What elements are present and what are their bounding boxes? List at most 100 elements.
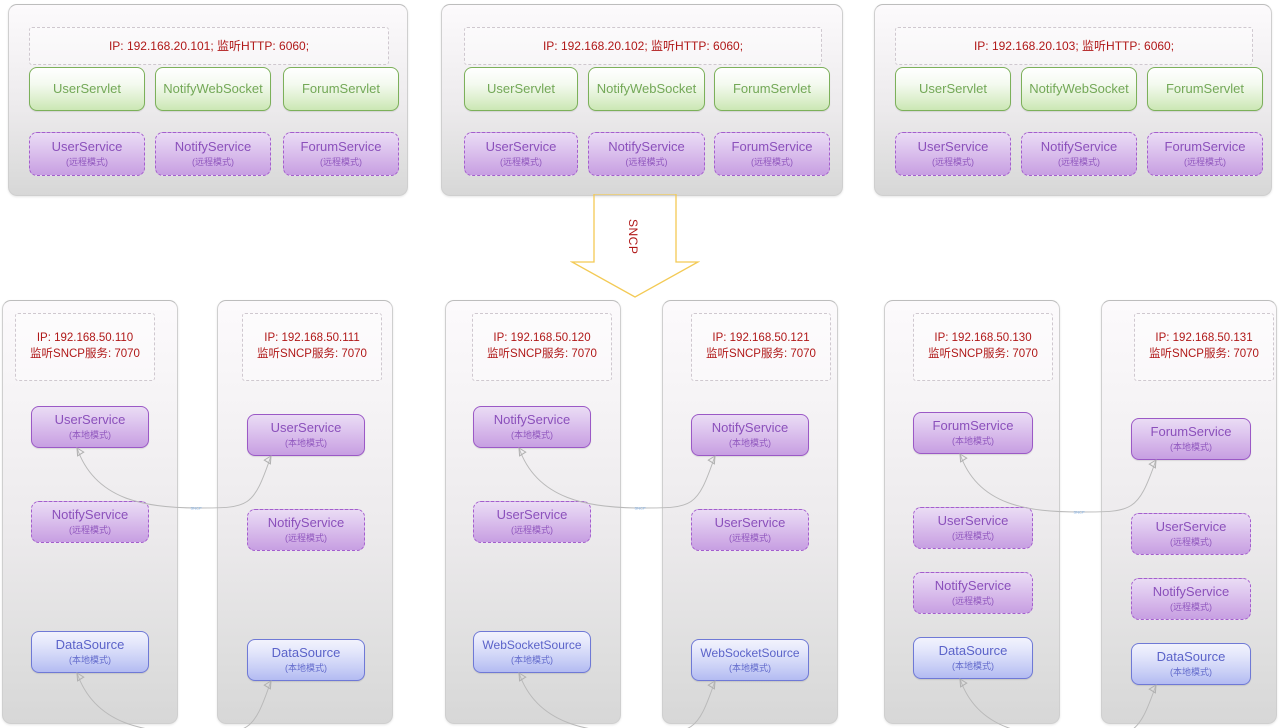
node-mode: (远程模式) <box>285 533 327 544</box>
node-label: NotifyService <box>51 507 129 523</box>
remote-service-node[interactable]: UserService (远程模式) <box>691 509 809 551</box>
node-mode: (远程模式) <box>729 533 771 544</box>
servlet-node[interactable]: NotifyWebSocket <box>588 67 705 111</box>
server-sncp-port: 监听SNCP服务: 7070 <box>257 348 367 360</box>
remote-service-node[interactable]: UserService(远程模式) <box>473 501 591 543</box>
node-label: NotifyService <box>493 412 571 428</box>
server-ip-header: IP: 192.168.20.102; 监听HTTP: 6060; <box>464 27 822 65</box>
remote-service-node[interactable]: NotifyService (远程模式) <box>1131 578 1251 620</box>
servlet-node[interactable]: UserServlet <box>464 67 578 111</box>
servlet-node[interactable]: ForumServlet <box>283 67 399 111</box>
datasource-node[interactable]: WebSocketSource (本地模式) <box>473 631 591 673</box>
server-ip-text: IP: 192.168.20.103; 监听HTTP: 6060; <box>973 38 1175 53</box>
remote-service-node[interactable]: NotifyService(远程模式) <box>247 509 365 551</box>
remote-service-node[interactable]: UserService (远程模式) <box>913 507 1033 549</box>
node-mode: (本地模式) <box>69 430 111 441</box>
remote-service-node[interactable]: NotifyService(远程模式) <box>913 572 1033 614</box>
remote-service-node[interactable]: ForumService(远程模式) <box>283 132 399 176</box>
service-node-label: UserService <box>51 139 123 155</box>
node-mode: (本地模式) <box>285 438 327 449</box>
server-ip-header: IP: 192.168.20.101; 监听HTTP: 6060; <box>29 27 389 65</box>
service-node-label: UserService <box>917 139 989 155</box>
remote-service-node[interactable]: NotifyService(远程模式) <box>1021 132 1137 176</box>
datasource-node[interactable]: DataSource(本地模式) <box>913 637 1033 679</box>
service-node-mode: (远程模式) <box>625 157 668 168</box>
node-mode: (远程模式) <box>952 596 994 607</box>
node-mode: (远程模式) <box>1170 602 1212 613</box>
datasource-node[interactable]: DataSource(本地模式) <box>1131 643 1251 685</box>
web-server-panel: IP: 192.168.20.101; 监听HTTP: 6060; UserSer… <box>8 4 408 196</box>
datasource-node[interactable]: WebSocketSource(本地模式) <box>691 639 809 681</box>
server-ip-header: IP: 192.168.50.111 监听SNCP服务: 7070 <box>242 313 382 381</box>
remote-service-node[interactable]: UserService(远程模式) <box>464 132 578 176</box>
servlet-node[interactable]: UserServlet <box>29 67 145 111</box>
node-mode: (本地模式) <box>1170 442 1212 453</box>
node-label: UserService <box>54 412 126 428</box>
datasource-node[interactable]: DataSource (本地模式) <box>31 631 149 673</box>
node-label: UserService <box>496 507 568 523</box>
servlet-node-label: NotifyWebSocket <box>163 80 263 96</box>
server-ip-address: IP: 192.168.50.111 <box>264 332 360 345</box>
node-label: DataSource <box>271 645 341 661</box>
node-label: UserService <box>1155 519 1227 535</box>
node-mode: (远程模式) <box>952 531 994 542</box>
remote-service-node[interactable]: UserService(远程模式) <box>895 132 1011 176</box>
servlet-node-label: ForumServlet <box>1165 80 1245 96</box>
service-node-label: ForumService <box>1164 139 1246 155</box>
service-node-mode: (远程模式) <box>320 157 362 168</box>
service-node-label: NotifyService <box>608 139 685 155</box>
remote-service-node[interactable]: ForumService(远程模式) <box>1147 132 1263 176</box>
servlet-node[interactable]: UserServlet <box>895 67 1011 111</box>
servlet-node[interactable]: NotifyWebSocket <box>1021 67 1137 111</box>
node-mode: (本地模式) <box>511 654 553 665</box>
server-ip-address: IP: 192.168.50.130 <box>934 332 1032 345</box>
local-service-node[interactable]: ForumService(本地模式) <box>913 412 1033 454</box>
remote-service-node[interactable]: ForumService(远程模式) <box>714 132 830 176</box>
servlet-node-label: ForumServlet <box>732 80 812 96</box>
sncp-arrow-icon <box>570 194 700 298</box>
service-node-mode: (远程模式) <box>66 157 108 168</box>
node-label: ForumService <box>932 418 1014 434</box>
remote-service-node[interactable]: NotifyService (远程模式) <box>588 132 705 176</box>
node-label: DataSource <box>55 637 125 653</box>
node-label: UserService <box>270 420 342 436</box>
servlet-node[interactable]: NotifyWebSocket <box>155 67 271 111</box>
servlet-node-label: ForumServlet <box>301 80 381 96</box>
servlet-node[interactable]: ForumServlet <box>1147 67 1263 111</box>
server-ip-address: IP: 192.168.50.110 <box>36 332 134 345</box>
local-service-node[interactable]: ForumService(本地模式) <box>1131 418 1251 460</box>
service-node-label: ForumService <box>731 139 813 155</box>
servlet-node[interactable]: ForumServlet <box>714 67 830 111</box>
server-ip-text: IP: 192.168.20.101; 监听HTTP: 6060; <box>108 38 310 53</box>
local-service-node[interactable]: NotifyService(本地模式) <box>473 406 591 448</box>
local-service-node[interactable]: NotifyService(本地模式) <box>691 414 809 456</box>
service-node-label: UserService <box>485 139 557 155</box>
remote-service-node[interactable]: NotifyService(远程模式) <box>31 501 149 543</box>
server-ip-header: IP: 192.168.20.103; 监听HTTP: 6060; <box>895 27 1253 65</box>
remote-service-node[interactable]: UserService(远程模式) <box>1131 513 1251 555</box>
datasource-node[interactable]: DataSource(本地模式) <box>247 639 365 681</box>
node-label: UserService <box>937 513 1009 529</box>
node-mode: (本地模式) <box>69 655 111 666</box>
peer-link-label: SNCP <box>1074 510 1085 515</box>
local-service-node[interactable]: UserService (本地模式) <box>31 406 149 448</box>
node-label: UserService <box>714 515 786 531</box>
web-server-panel: IP: 192.168.20.102; 监听HTTP: 6060;UserSer… <box>441 4 843 196</box>
remote-service-node[interactable]: NotifyService(远程模式) <box>155 132 271 176</box>
node-label: DataSource <box>938 643 1008 659</box>
node-label: WebSocketSource <box>482 637 582 652</box>
node-label: NotifyService <box>711 420 789 436</box>
node-label: NotifyService <box>1152 584 1230 600</box>
server-ip-address: IP: 192.168.50.120 <box>493 332 591 345</box>
remote-service-node[interactable]: UserService (远程模式) <box>29 132 145 176</box>
local-service-node[interactable]: UserService (本地模式) <box>247 414 365 456</box>
